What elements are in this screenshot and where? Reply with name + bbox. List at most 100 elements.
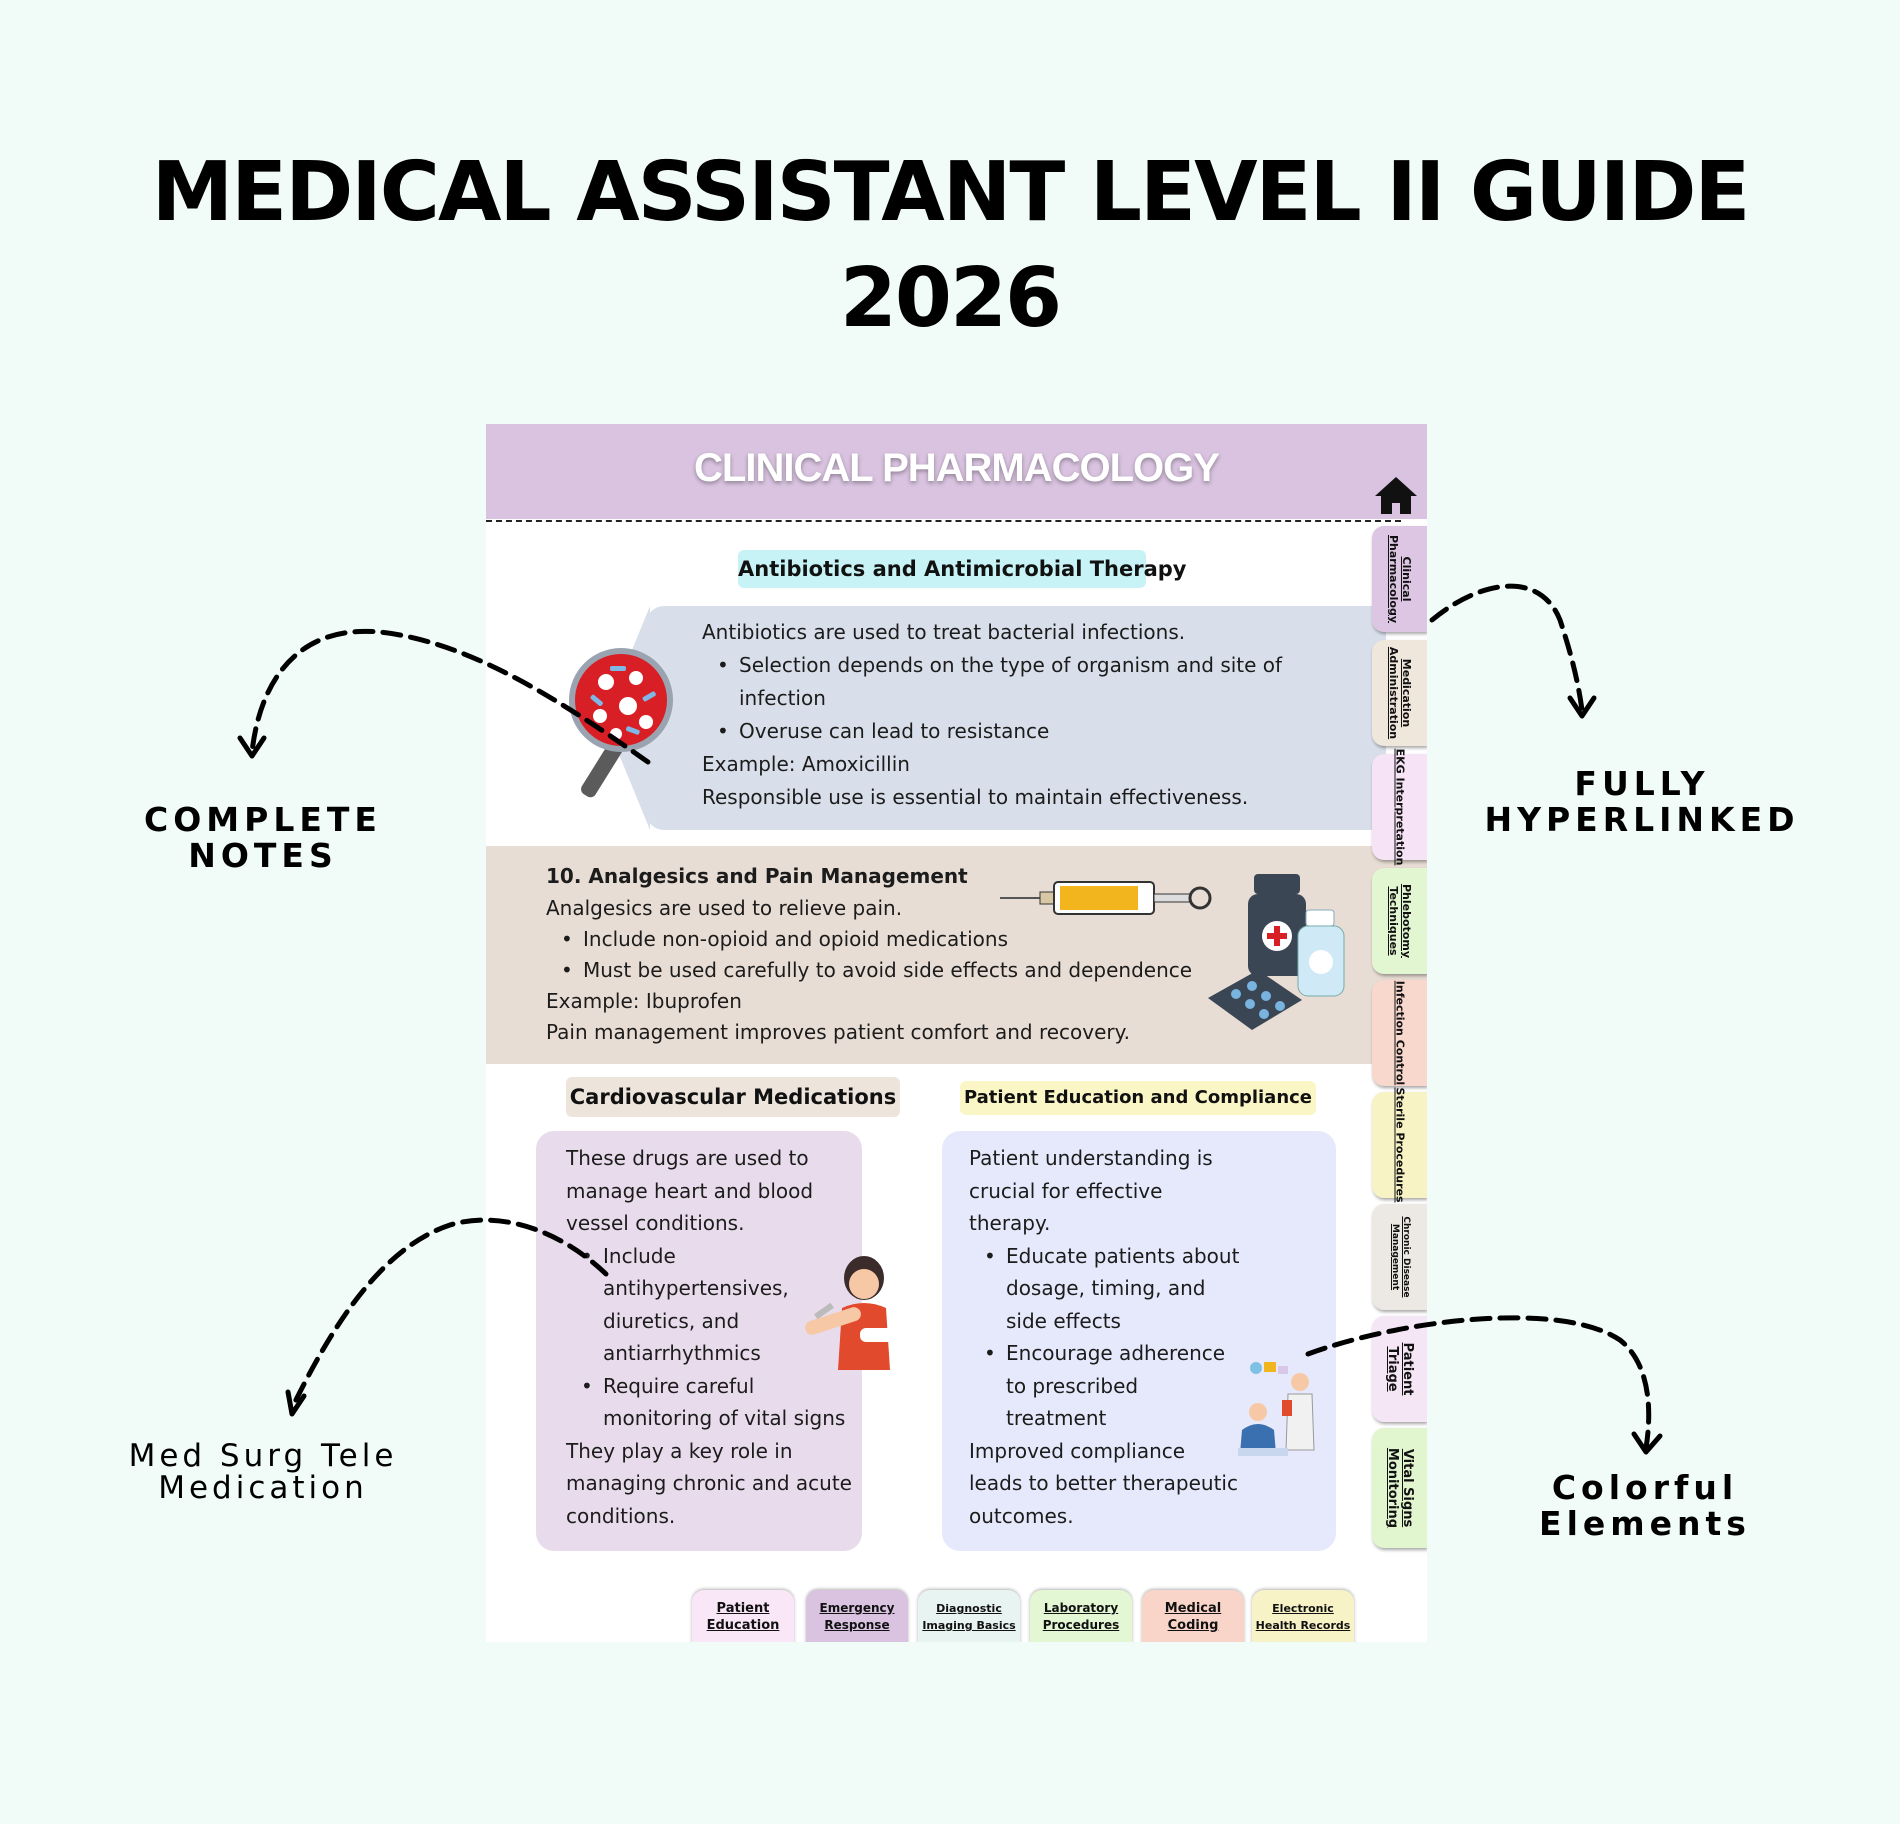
section-title: CLINICAL PHARMACOLOGY [694, 446, 1220, 490]
antibiotics-bullet-1: Selection depends on the type of organis… [717, 649, 1282, 682]
tab-phlebotomy-techniques[interactable]: Phlebotomy Techniques [1372, 868, 1427, 974]
tab-sterile-procedures[interactable]: Sterile Procedures [1372, 1087, 1427, 1203]
education-heading: Patient Education and Compliance [960, 1081, 1316, 1115]
tab-patient-education[interactable]: Patient Education [692, 1590, 794, 1642]
cardio-bullet-cont: monitoring of vital signs [603, 1406, 846, 1430]
tab-label: Medication Administration [1386, 646, 1413, 740]
arrow-head [285, 1389, 307, 1417]
title-line-1: MEDICAL ASSISTANT LEVEL II GUIDE [151, 145, 1751, 240]
header-divider [486, 520, 1401, 522]
antibiotics-closing: Responsible use is essential to maintain… [702, 785, 1249, 809]
antibiotics-example: Example: Amoxicillin [702, 752, 910, 776]
education-line: Improved compliance [969, 1438, 1186, 1463]
page-title: MEDICAL ASSISTANT LEVEL II GUIDE 2026 [0, 140, 1900, 352]
cardio-line: manage heart and blood [566, 1178, 814, 1203]
tab-infection-control[interactable]: Infection Control [1372, 980, 1427, 1086]
cardio-heading: Cardiovascular Medications [566, 1077, 900, 1117]
tab-label: Infection Control [1393, 980, 1406, 1086]
patient-injection-illustration [805, 1256, 894, 1370]
tab-vital-signs-monitoring[interactable]: Vital Signs Monitoring [1372, 1428, 1427, 1548]
education-line: Patient understanding is [969, 1146, 1213, 1170]
education-text: Patient understanding is crucial for eff… [969, 1142, 1239, 1532]
tab-label: Diagnostic Imaging Basics [922, 1602, 1016, 1632]
analgesics-heading: 10. Analgesics and Pain Management [546, 864, 968, 888]
education-bullet-cont: treatment [1006, 1406, 1107, 1430]
cardio-bullet-text: Require careful [603, 1373, 755, 1398]
tab-laboratory-procedures[interactable]: Laboratory Procedures [1030, 1590, 1132, 1642]
cardio-bullet-cont: antihypertensives, [603, 1276, 789, 1300]
tab-label: EKG Interpretation [1393, 748, 1406, 866]
tab-label: Medical Coding [1164, 1601, 1222, 1633]
education-bullet-1: Educate patients about [969, 1240, 1239, 1273]
analgesics-intro: Analgesics are used to relieve pain. [546, 896, 903, 920]
cardio-line: They play a key role in [566, 1438, 793, 1463]
cardio-line: These drugs are used to [566, 1146, 809, 1170]
education-bullet-text: Encourage adherence [1006, 1341, 1226, 1365]
cardio-line: managing chronic and acute [566, 1471, 852, 1495]
education-bullet-2: Encourage adherence [969, 1337, 1239, 1370]
education-line: outcomes. [969, 1503, 1074, 1528]
analgesics-bullet-2: Must be used carefully to avoid side eff… [561, 954, 1192, 986]
callout-colorful-elements: Colorful Elements [1520, 1470, 1770, 1542]
tab-label: Patient Education [706, 1601, 780, 1633]
antibiotics-bullet-2: Overuse can lead to resistance [717, 715, 1049, 748]
cardio-line: vessel conditions. [566, 1211, 745, 1235]
cardio-bullet-2: Require careful [566, 1370, 852, 1403]
education-bullet-cont: side effects [1006, 1308, 1121, 1333]
education-line: therapy. [969, 1211, 1051, 1235]
tab-electronic-health-records[interactable]: Electronic Health Records [1252, 1590, 1354, 1642]
education-line: leads to better therapeutic [969, 1471, 1238, 1495]
arrow-head [1631, 1431, 1663, 1455]
callout-complete-notes-line2: NOTES [188, 836, 338, 875]
tab-label: Chronic Disease Management [1389, 1216, 1411, 1298]
education-bullet-cont: to prescribed [1006, 1373, 1139, 1398]
medication-bottles-icon [1208, 874, 1345, 1030]
arrow-head [237, 735, 267, 759]
tab-label: Laboratory Procedures [1042, 1601, 1120, 1632]
tab-label: Phlebotomy Techniques [1386, 883, 1413, 958]
tab-patient-triage[interactable]: Patient Triage [1372, 1316, 1427, 1422]
callout-med-surg: Med Surg Tele Medication [118, 1440, 408, 1504]
tab-diagnostic-imaging-basics[interactable]: Diagnostic Imaging Basics [918, 1590, 1020, 1642]
tab-chronic-disease-management[interactable]: Chronic Disease Management [1372, 1204, 1427, 1310]
tab-medication-administration[interactable]: Medication Administration [1372, 640, 1427, 746]
tab-emergency-response[interactable]: Emergency Response [806, 1590, 908, 1642]
tab-medical-coding[interactable]: Medical Coding [1142, 1590, 1244, 1642]
education-line: crucial for effective [969, 1178, 1163, 1203]
document-page: CLINICAL PHARMACOLOGY Antibiotics and An… [486, 424, 1427, 1642]
analgesics-example: Example: Ibuprofen [546, 989, 742, 1013]
antibiotics-intro: Antibiotics are used to treat bacterial … [702, 620, 1186, 644]
antibiotics-heading: Antibiotics and Antimicrobial Therapy [738, 550, 1187, 588]
callout-med-surg-line1: Med Surg Tele [128, 1438, 398, 1474]
syringe-icon [1000, 881, 1212, 915]
cardio-line: conditions. [566, 1503, 676, 1528]
tab-label: Electronic Health Records [1255, 1602, 1351, 1632]
home-icon[interactable] [1372, 474, 1420, 516]
title-line-2: 2026 [839, 251, 1062, 346]
callout-fully-hyperlinked-line2: HYPERLINKED [1484, 800, 1800, 839]
arrow-hyperlinked [1429, 583, 1585, 713]
antibiotics-bullet-1-cont: infection [739, 686, 826, 710]
cardio-bullet-1: Include [566, 1240, 852, 1273]
callout-med-surg-line2: Medication [158, 1470, 368, 1506]
page-header: CLINICAL PHARMACOLOGY [486, 424, 1427, 519]
analgesics-closing: Pain management improves patient comfort… [546, 1020, 1130, 1044]
doctor-patient-illustration [1238, 1362, 1315, 1456]
callout-complete-notes-line1: COMPLETE [144, 800, 382, 839]
callout-fully-hyperlinked-line1: FULLY [1574, 764, 1710, 803]
cardio-bullet-cont: diuretics, and [603, 1308, 740, 1333]
tab-label: Clinical Pharmacology [1386, 534, 1413, 624]
education-bullet-cont: dosage, timing, and [1006, 1276, 1206, 1300]
tab-label: Vital Signs Monitoring [1384, 1447, 1415, 1529]
analgesics-bullet-1: Include non-opioid and opioid medication… [561, 923, 1008, 955]
tab-label: Emergency Response [819, 1601, 895, 1632]
callout-complete-notes: COMPLETE NOTES [130, 802, 396, 874]
tab-label: Patient Triage [1384, 1342, 1415, 1396]
tab-label: Sterile Procedures [1393, 1087, 1406, 1203]
tab-ekg-interpretation[interactable]: EKG Interpretation [1372, 749, 1427, 865]
callout-colorful-line1: Colorful [1551, 1468, 1739, 1507]
arrow-head [1567, 695, 1597, 719]
callout-colorful-line2: Elements [1539, 1504, 1751, 1543]
magnifier-bacteria-icon [569, 648, 673, 798]
tab-clinical-pharmacology[interactable]: Clinical Pharmacology [1372, 526, 1427, 632]
